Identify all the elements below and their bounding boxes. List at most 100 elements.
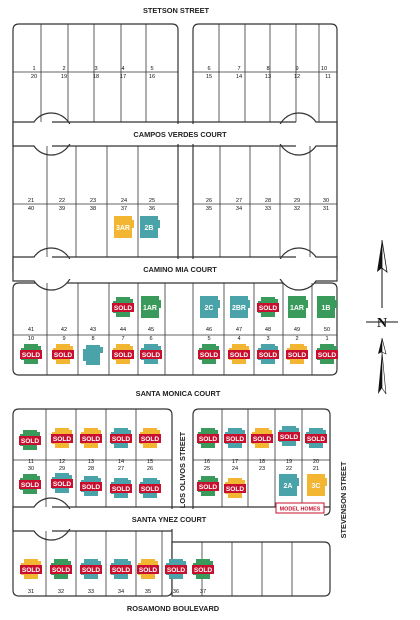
sold-badge: SOLD	[192, 565, 214, 574]
lot-number: 35	[145, 589, 151, 595]
lot-number: 36	[173, 589, 179, 595]
sold-badge: SOLD	[257, 350, 279, 359]
sold-badge: SOLD	[316, 350, 338, 359]
lot-number: 14	[236, 74, 242, 80]
lot-number: 28	[265, 198, 271, 204]
lot-number: 4	[237, 336, 240, 342]
plan-marker: 1AR	[288, 296, 308, 318]
lot-number: 16	[149, 74, 155, 80]
sold-badge: SOLD	[51, 434, 73, 443]
sold-badge: SOLD	[197, 482, 219, 491]
plan-marker: 3AR	[114, 216, 134, 238]
svg-text:SOLD: SOLD	[82, 436, 101, 443]
street-label-campos-verdes: CAMPOS VERDES COURT	[133, 130, 227, 139]
svg-text:SOLD: SOLD	[114, 352, 133, 359]
sold-badge: SOLD	[19, 436, 41, 445]
model-homes-banner: MODEL HOMES	[275, 502, 325, 514]
lot-number: 15	[147, 459, 153, 465]
plan-marker: 2BR	[230, 296, 250, 318]
svg-text:SOLD: SOLD	[259, 305, 278, 312]
home-marker	[83, 345, 103, 365]
lot-number: 11	[325, 74, 331, 80]
lot-number: 13	[88, 459, 94, 465]
svg-text:SOLD: SOLD	[112, 567, 131, 574]
sold-badge: SOLD	[50, 565, 72, 574]
lot-number: 10	[28, 336, 34, 342]
svg-text:SOLD: SOLD	[259, 352, 278, 359]
svg-text:SOLD: SOLD	[141, 436, 160, 443]
lot-number: 27	[118, 466, 124, 472]
svg-text:1B: 1B	[322, 305, 331, 312]
lot-lines	[13, 24, 337, 596]
sold-badge: SOLD	[140, 350, 162, 359]
plan-marker: 3C	[307, 474, 327, 496]
lot-number: 2	[295, 336, 298, 342]
lot-number: 34	[118, 589, 124, 595]
lot-number: 33	[88, 589, 94, 595]
lot-number: 12	[294, 74, 300, 80]
svg-text:SOLD: SOLD	[318, 352, 337, 359]
sold-badge: SOLD	[80, 565, 102, 574]
lot-number: 26	[206, 198, 212, 204]
lot-number: 44	[120, 327, 126, 333]
svg-text:1AR: 1AR	[290, 305, 304, 312]
lot-number: 8	[266, 66, 269, 72]
sold-badge: SOLD	[139, 484, 161, 493]
svg-text:SOLD: SOLD	[199, 484, 218, 491]
svg-text:1AR: 1AR	[143, 305, 157, 312]
sold-badge: SOLD	[110, 434, 132, 443]
svg-text:2C: 2C	[205, 305, 214, 312]
lot-number: 26	[147, 466, 153, 472]
svg-text:2BR: 2BR	[232, 305, 246, 312]
sold-badge: SOLD	[110, 565, 132, 574]
lot-number: 22	[286, 466, 292, 472]
lot-number: 24	[232, 466, 238, 472]
north-arrow-icon: N	[366, 239, 398, 395]
north-label: N	[377, 316, 387, 331]
sold-badge: SOLD	[224, 434, 246, 443]
lot-number: 7	[121, 336, 124, 342]
sold-badge: SOLD	[257, 303, 279, 312]
svg-text:SOLD: SOLD	[226, 436, 245, 443]
lot-number: 29	[59, 466, 65, 472]
lot-number: 5	[150, 66, 153, 72]
plan-marker: 2B	[140, 216, 160, 238]
lot-number: 33	[265, 206, 271, 212]
lot-number: 19	[61, 74, 67, 80]
lot-number: 21	[28, 198, 34, 204]
lot-number: 18	[259, 459, 265, 465]
sold-badge: SOLD	[19, 480, 41, 489]
svg-text:SOLD: SOLD	[139, 567, 158, 574]
lot-number: 4	[121, 66, 124, 72]
lot-number: 11	[28, 459, 34, 465]
lot-number: 9	[295, 66, 298, 72]
lot-number: 10	[321, 66, 327, 72]
street-labels: STETSON STREET CAMPOS VERDES COURT CAMIN…	[127, 6, 348, 613]
lot-number: 13	[265, 74, 271, 80]
lot-number: 19	[286, 459, 292, 465]
lot-number: 1	[325, 336, 328, 342]
lot-number: 23	[90, 198, 96, 204]
svg-text:SOLD: SOLD	[200, 352, 219, 359]
sold-badge: SOLD	[20, 565, 42, 574]
sold-badge: SOLD	[110, 484, 132, 493]
plan-marker: 1AR	[141, 296, 161, 318]
home-marker-layer: 3AR 2B SOLD 1AR 2C 2BR SOLD 1AR 1B SOLD SOLD SOLD SO…	[19, 216, 338, 579]
lot-number: 49	[294, 327, 300, 333]
svg-text:SOLD: SOLD	[194, 567, 213, 574]
sold-badge: SOLD	[80, 482, 102, 491]
lot-number: 12	[59, 459, 65, 465]
svg-text:SOLD: SOLD	[21, 438, 40, 445]
svg-text:SOLD: SOLD	[230, 352, 249, 359]
sold-badge: SOLD	[224, 484, 246, 493]
svg-text:3C: 3C	[312, 483, 321, 490]
lot-number: 45	[148, 327, 154, 333]
lot-number: 42	[61, 327, 67, 333]
svg-text:SOLD: SOLD	[22, 567, 41, 574]
svg-text:SOLD: SOLD	[82, 484, 101, 491]
street-label-rosamond: ROSAMOND BOULEVARD	[127, 604, 220, 613]
lot-number: 25	[204, 466, 210, 472]
svg-text:SOLD: SOLD	[112, 436, 131, 443]
